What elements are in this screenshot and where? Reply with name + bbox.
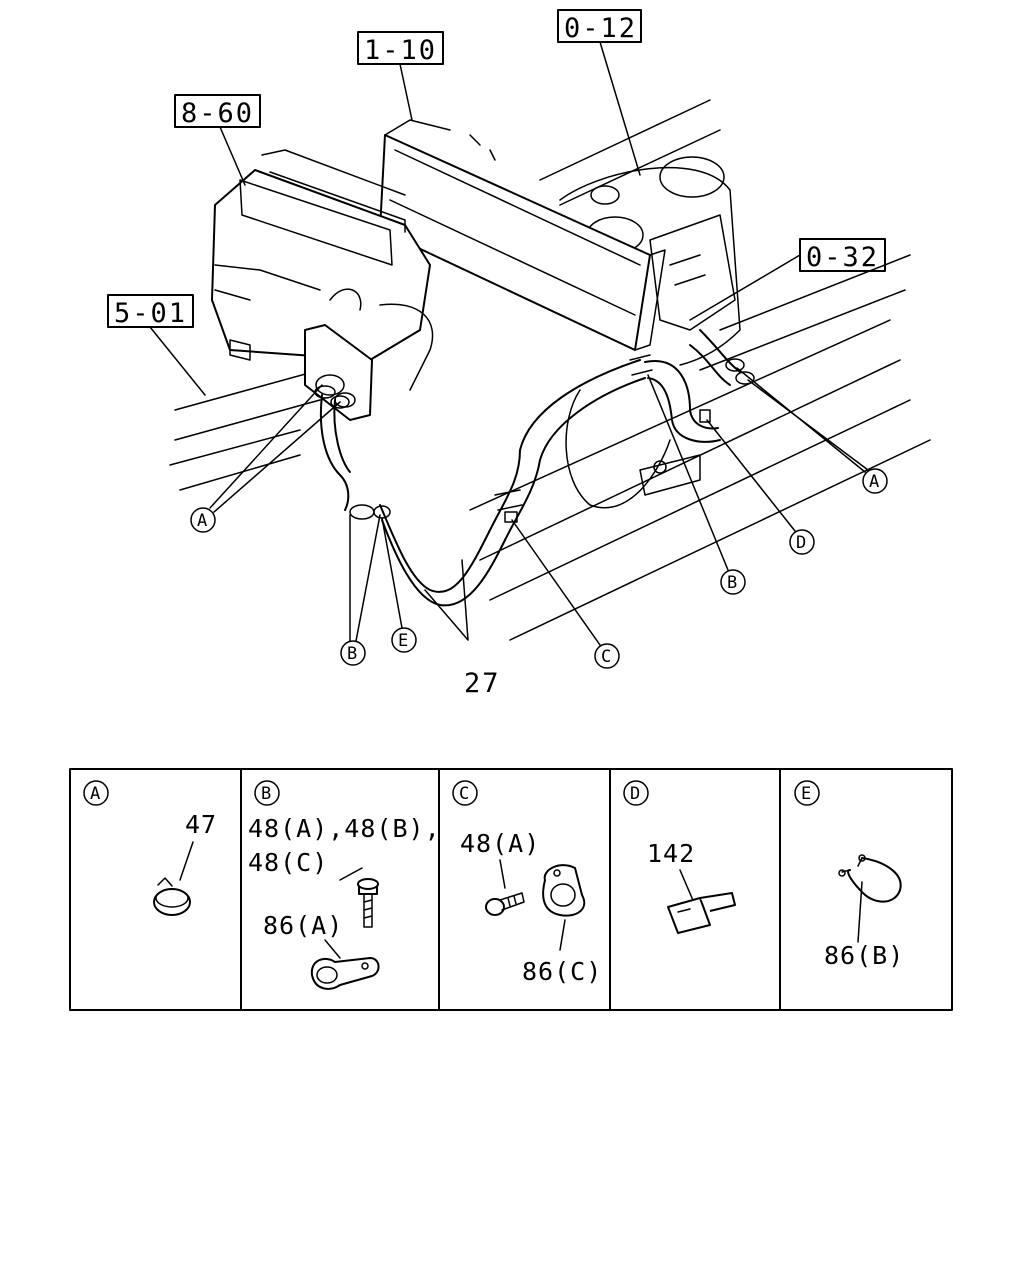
detail-panel-d: D 142	[623, 780, 736, 934]
ref-label-8-60: 8-60	[181, 98, 254, 129]
callout-b-left: B	[340, 514, 381, 666]
panel-letter: D	[630, 784, 640, 804]
ref-box-0-32: 0-32	[689, 238, 886, 321]
panel-letter: E	[801, 784, 811, 804]
callout-a-right: A	[736, 367, 888, 494]
clip-86a	[310, 957, 380, 990]
callout-letter: E	[398, 631, 408, 651]
part-label-86b: 86(B)	[824, 941, 904, 970]
panel-letter: C	[459, 784, 469, 804]
callout-e: E	[381, 517, 417, 653]
ref-label-5-01: 5-01	[114, 298, 187, 329]
panel-letter: B	[261, 784, 271, 804]
engine-block	[559, 156, 741, 509]
detail-panel-b: B 48(A),48(B), 48(C) 86(A)	[248, 780, 441, 990]
part-label-86a: 86(A)	[263, 911, 343, 940]
callout-letter: D	[796, 533, 806, 553]
callout-c: C	[511, 519, 620, 669]
detail-panel-a: A 47	[83, 780, 217, 916]
bolt-48a	[485, 892, 525, 916]
wire-clip-86b	[838, 854, 902, 903]
hose-clamp-47	[153, 877, 191, 916]
callout-letter: A	[197, 511, 207, 531]
callout-a-left: A	[190, 384, 341, 533]
bracket-142	[667, 892, 736, 934]
panel-letter: A	[90, 784, 100, 804]
callout-b-right: B	[647, 374, 746, 595]
bolt-48	[357, 878, 379, 928]
ref-label-0-12: 0-12	[564, 13, 637, 44]
callout-letter: C	[601, 647, 611, 667]
detail-table	[69, 768, 953, 1011]
ref-box-8-60: 8-60	[174, 94, 261, 186]
ref-box-5-01: 5-01	[107, 294, 206, 396]
part-label-86c: 86(C)	[522, 957, 602, 986]
detail-panel-c: C 48(A) 86(C)	[452, 780, 602, 986]
part-label-48a: 48(A)	[460, 829, 540, 858]
part-label-27: 27	[464, 668, 501, 699]
callout-letter: A	[869, 472, 879, 492]
ref-label-1-10: 1-10	[364, 35, 437, 66]
callout-letter: B	[347, 644, 357, 664]
clamp-86c	[542, 864, 586, 917]
callout-part-27: 27	[424, 559, 501, 699]
radiator	[379, 119, 666, 351]
detail-panel-e: E 86(B)	[794, 780, 904, 970]
callout-letter: B	[727, 573, 737, 593]
heater-hoses	[314, 329, 755, 607]
part-label-48c: 48(C)	[248, 848, 328, 877]
part-label-47: 47	[185, 810, 217, 839]
ref-box-1-10: 1-10	[357, 31, 444, 121]
part-label-48-abc: 48(A),48(B),	[248, 814, 441, 843]
ref-label-0-32: 0-32	[806, 242, 879, 273]
callout-d: D	[706, 419, 815, 555]
ref-box-0-12: 0-12	[557, 9, 642, 176]
part-label-142: 142	[647, 839, 695, 868]
